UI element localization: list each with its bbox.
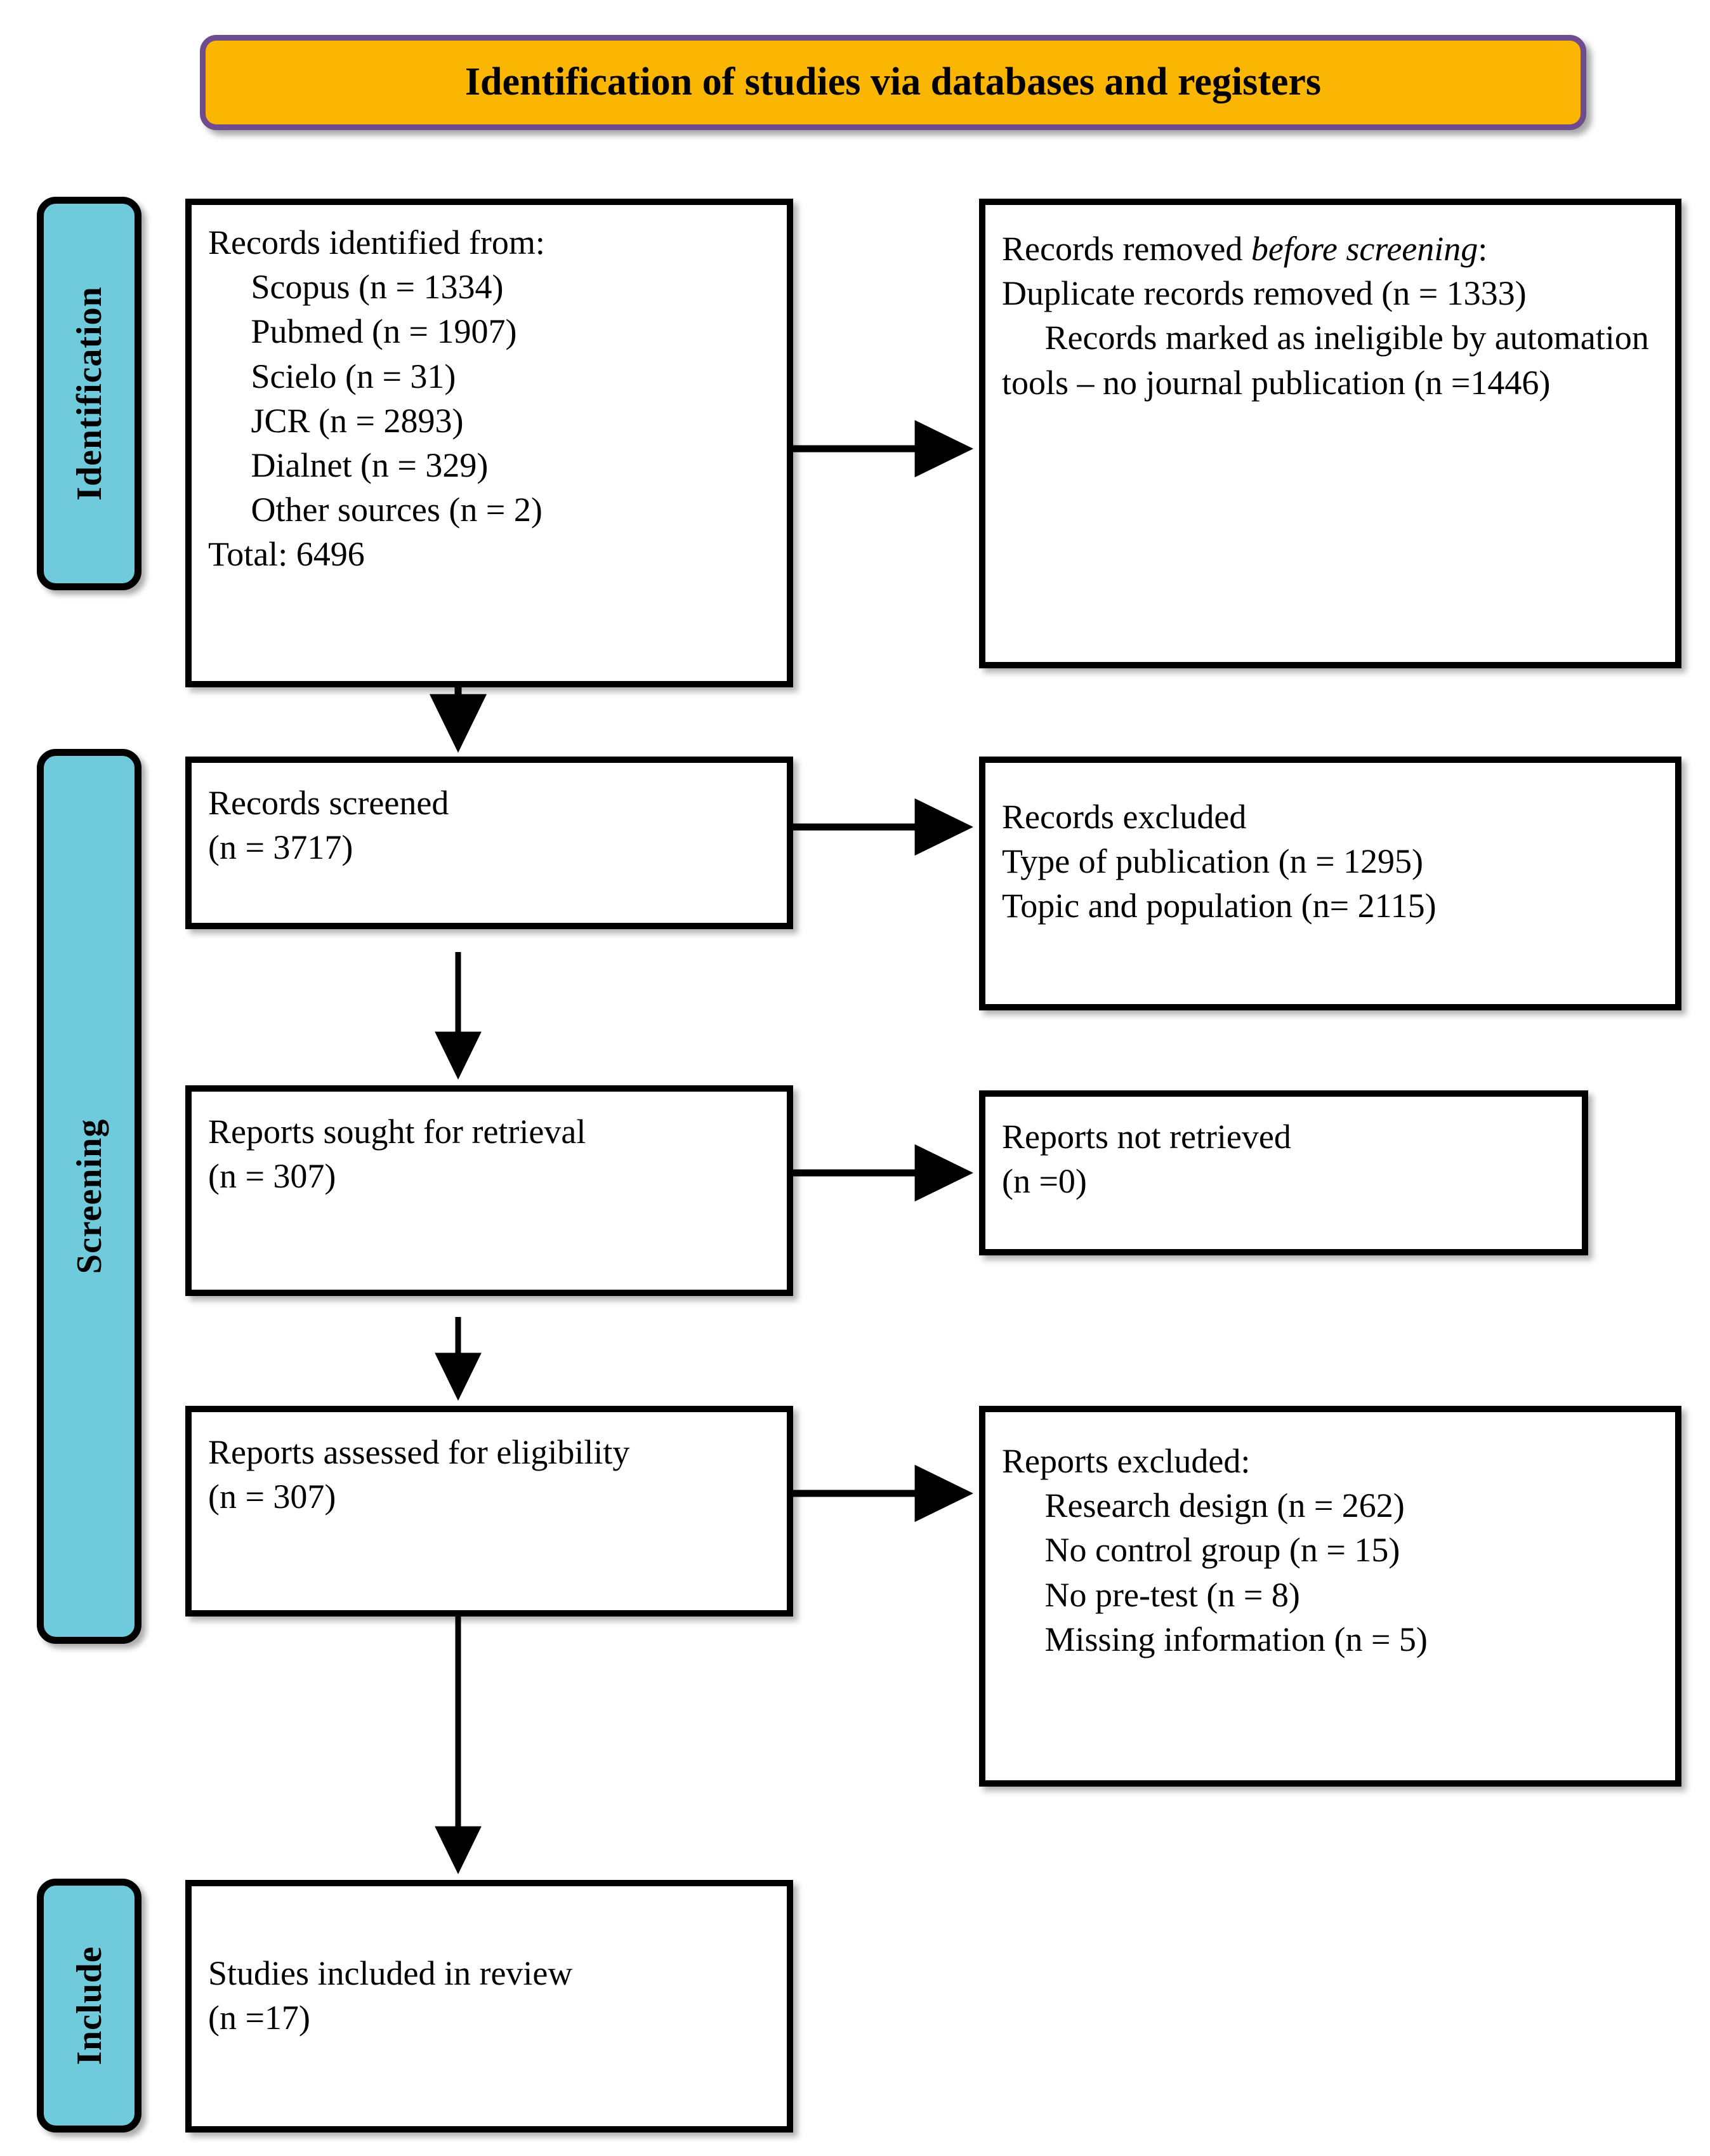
box-records-identified: Records identified from: Scopus (n = 133… [185, 199, 793, 687]
box-records-screened: Records screened (n = 3717) [185, 757, 793, 929]
box-records-removed-before-screening: Records removed before screening: Duplic… [979, 199, 1681, 668]
stage-label-identification-text: Identification [69, 286, 109, 501]
records-removed-title-italic: before screening [1251, 230, 1478, 268]
box-reports-excluded: Reports excluded: Research design (n = 2… [979, 1406, 1681, 1787]
box-reports-not-retrieved: Reports not retrieved (n =0) [979, 1090, 1588, 1255]
stage-label-include: Include [37, 1879, 141, 2133]
box-records-removed-text: Records removed before screening: Duplic… [1002, 220, 1659, 405]
records-removed-items: Duplicate records removed (n = 1333) Rec… [1002, 274, 1649, 402]
records-removed-title-part2: : [1478, 230, 1488, 268]
box-reports-assessed-for-eligibility: Reports assessed for eligibility (n = 30… [185, 1406, 793, 1617]
box-studies-included-in-review: Studies included in review (n =17) [185, 1880, 793, 2133]
stage-label-screening-text: Screening [69, 1118, 109, 1274]
stage-label-identification: Identification [37, 197, 141, 590]
box-records-excluded: Records excluded Type of publication (n … [979, 757, 1681, 1010]
box-reports-excluded-text: Reports excluded: Research design (n = 2… [1002, 1442, 1428, 1658]
box-reports-not-retrieved-text: Reports not retrieved (n =0) [1002, 1118, 1291, 1201]
box-records-screened-text: Records screened (n = 3717) [208, 784, 449, 867]
records-removed-title-part1: Records removed [1002, 230, 1251, 268]
box-records-identified-text: Records identified from: Scopus (n = 133… [208, 223, 545, 574]
box-studies-included-text: Studies included in review (n =17) [208, 1954, 573, 2037]
box-reports-sought-text: Reports sought for retrieval (n = 307) [208, 1113, 586, 1196]
stage-label-screening: Screening [37, 749, 141, 1644]
box-records-excluded-text: Records excluded Type of publication (n … [1002, 798, 1437, 925]
page-title: Identification of studies via databases … [464, 60, 1322, 104]
header-banner: Identification of studies via databases … [200, 35, 1586, 130]
stage-label-include-text: Include [69, 1946, 109, 2065]
box-reports-sought-for-retrieval: Reports sought for retrieval (n = 307) [185, 1085, 793, 1296]
box-reports-assessed-text: Reports assessed for eligibility (n = 30… [208, 1433, 630, 1516]
